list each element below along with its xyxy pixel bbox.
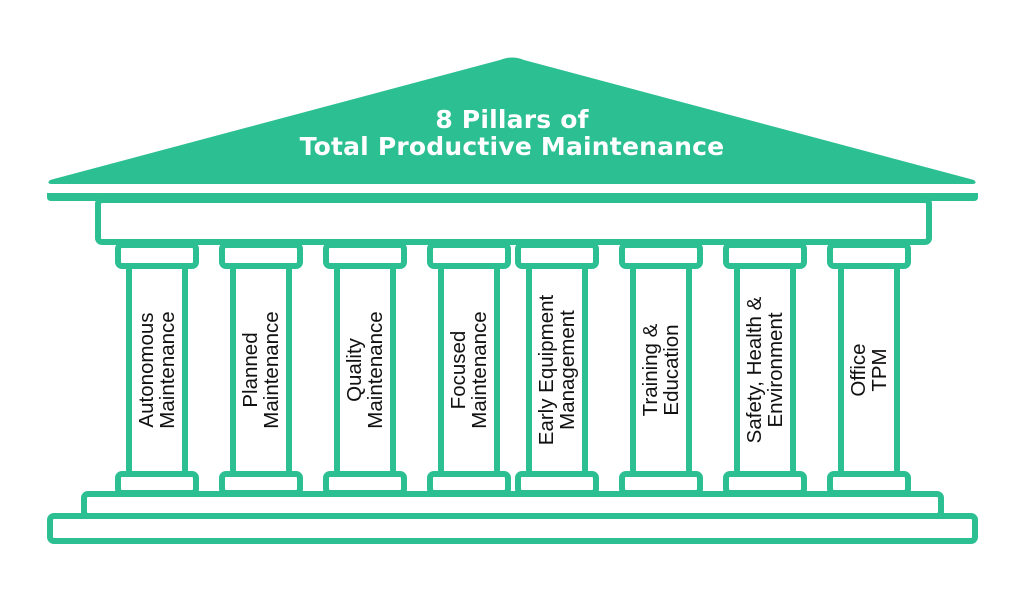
pillar-label-focused-maintenance: Focused Maintenance [444,270,494,470]
pillar-8-label-line2: TPM [868,348,891,392]
pillar-8-label-line1: Office [847,343,870,397]
pillar-3 [323,242,407,496]
pillar-label-early-equipment-management: Early Equipment Management [532,270,582,470]
base-step-upper [81,491,944,519]
pillar-4 [427,242,511,496]
pillar-7-label-line2: Environment [764,312,787,428]
pillar-8 [827,242,911,496]
pillar-label-planned-maintenance: Planned Maintenance [236,270,286,470]
pillars [115,242,911,496]
pillar-label-training-education: Training & Education [636,270,686,470]
pillar-label-autonomous-maintenance: Autonomous Maintenance [132,270,182,470]
pillar-7 [723,242,807,496]
pillar-6 [619,242,703,496]
pillar-1-label-line1: Autonomous [135,312,158,428]
pillar-label-safety-health-environment: Safety, Health & Environment [740,270,790,470]
pillar-2-label-line2: Maintenance [260,311,283,429]
pillar-5-label-line2: Management [556,310,579,430]
pillar-4-label-line2: Maintenance [468,311,491,429]
pillar-6-label-line2: Education [660,324,683,416]
pillar-3-label-line1: Quality [343,338,366,402]
pillar-4-label-line1: Focused [447,330,470,410]
pillar-7-label-line1: Safety, Health & [743,296,766,444]
entablature [95,197,932,245]
pillar-1-label-line2: Maintenance [156,311,179,429]
pillar-3-label-line2: Maintenance [364,311,387,429]
pillar-6-label-line1: Training & [639,323,662,417]
pillar-2-label-line1: Planned [239,332,262,408]
diagram-title-line2: Total Productive Maintenance [299,132,725,161]
pillar-5-label-line1: Early Equipment [535,294,558,446]
roof-pediment [48,57,976,184]
pillar-label-quality-maintenance: Quality Maintenance [340,270,390,470]
pillar-label-office-tpm: Office TPM [844,270,894,470]
base-step-lower [47,513,978,544]
diagram-title-line1: 8 Pillars of [435,105,589,134]
